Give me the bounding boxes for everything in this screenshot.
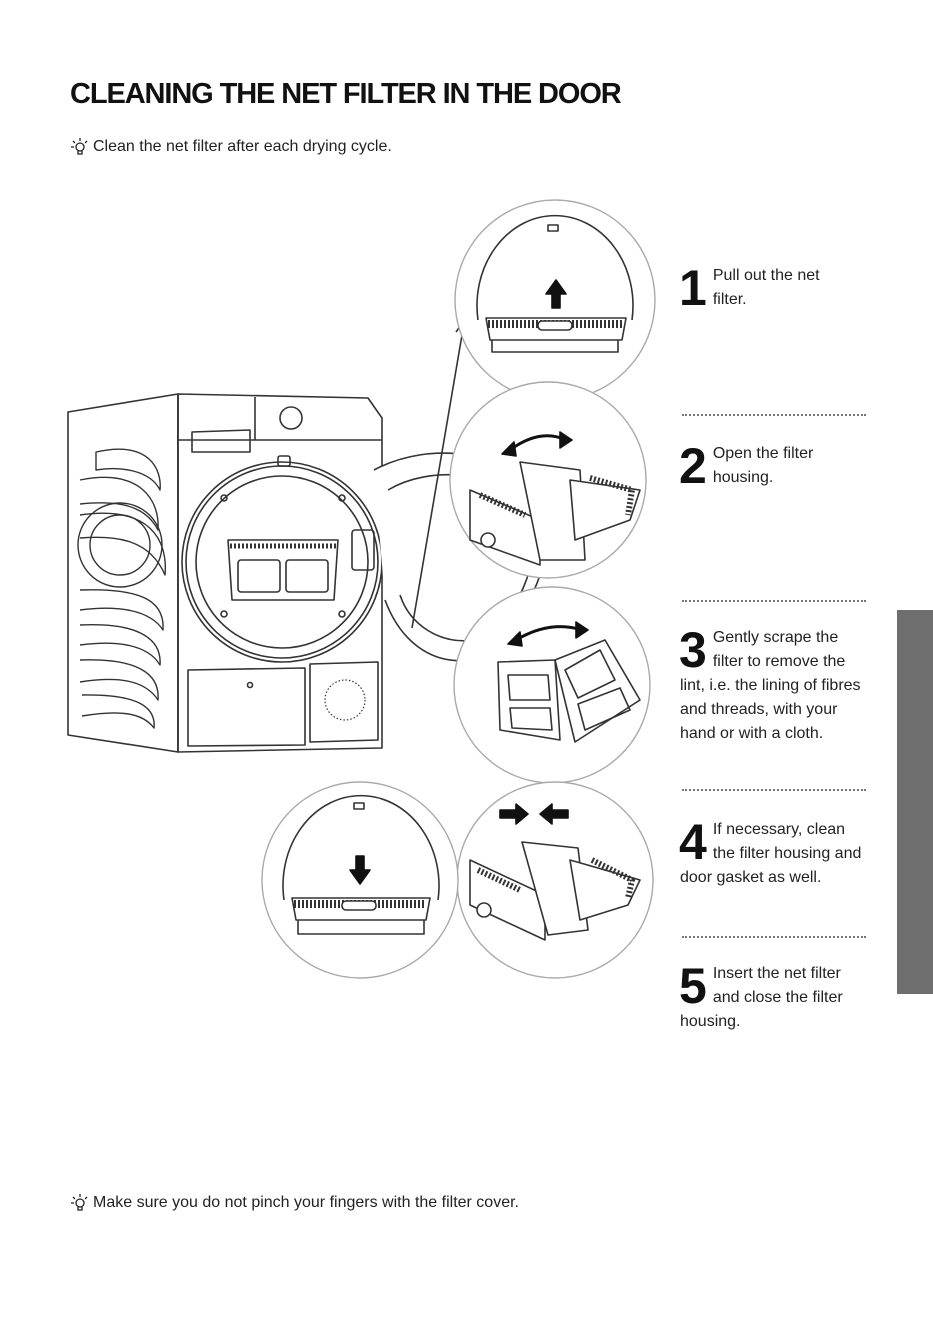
arrow-up-icon	[545, 279, 567, 309]
step-number: 4	[679, 814, 707, 870]
tip-text: Clean the net filter after each drying c…	[93, 138, 392, 155]
step-text: Insert the net filter and close the filt…	[680, 965, 843, 1030]
step-5: 5 Insert the net filter and close the fi…	[679, 958, 880, 1034]
page-title: CLEANING THE NET FILTER IN THE DOOR	[70, 78, 622, 110]
step-divider	[682, 936, 866, 938]
tip-text: Make sure you do not pinch your fingers …	[93, 1194, 519, 1211]
lightbulb-icon	[71, 138, 88, 155]
tip-pinch-warning: Make sure you do not pinch your fingers …	[68, 1193, 519, 1213]
step-text: Pull out the net filter.	[712, 267, 820, 308]
circle-step-4	[456, 781, 654, 979]
dryer-machine	[67, 214, 549, 753]
step-divider	[682, 789, 866, 791]
section-tab	[897, 610, 933, 994]
tip-clean-after-cycle: Clean the net filter after each drying c…	[68, 137, 392, 157]
step-4: 4 If necessary, clean the filter housing…	[679, 814, 880, 890]
step-number: 1	[679, 260, 707, 316]
circle-step-2	[449, 381, 647, 579]
step-text: If necessary, clean the filter housing a…	[680, 821, 862, 886]
arrows-inward-icon	[499, 803, 569, 825]
circle-step-3	[453, 586, 651, 784]
step-divider	[682, 600, 866, 602]
step-number: 5	[679, 958, 707, 1014]
step-3: 3 Gently scrape the filter to remove the…	[679, 622, 880, 746]
arrow-down-icon	[349, 855, 371, 885]
step-2: 2 Open the filter housing.	[679, 438, 880, 494]
step-text: Open the filter housing.	[712, 445, 814, 486]
step-text: Gently scrape the filter to remove the l…	[680, 629, 861, 742]
step-1: 1 Pull out the net filter.	[679, 260, 880, 316]
curved-double-arrow-icon	[507, 621, 589, 647]
step-number: 3	[679, 622, 707, 678]
step-divider	[682, 414, 866, 416]
lightbulb-icon	[71, 1194, 88, 1211]
step-number: 2	[679, 438, 707, 494]
curved-double-arrow-icon	[501, 431, 573, 457]
